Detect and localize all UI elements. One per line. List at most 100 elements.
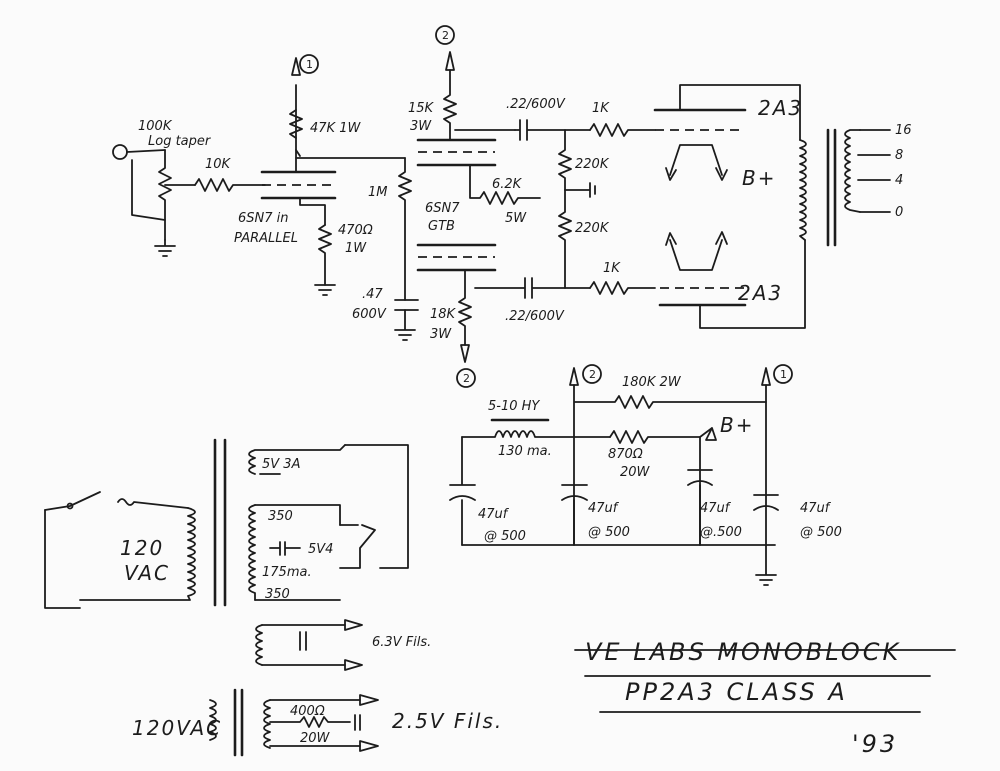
pot-label-1: 100K <box>138 119 173 134</box>
volume-pot <box>154 149 196 257</box>
resistor-47k <box>289 109 406 159</box>
ps-sec-5v4: 5V4 <box>308 542 333 557</box>
tap-4: 4 <box>895 173 903 188</box>
ps-ground-bus <box>461 544 777 586</box>
node2-arrow-ps <box>569 367 579 386</box>
r15k-label-2: 3W <box>410 119 432 134</box>
node1-circle-top <box>299 54 319 74</box>
r10k-label: 10K <box>205 157 232 172</box>
pot-label-2: Log taper <box>148 134 212 149</box>
bplus-ps-label: B+ <box>720 413 754 437</box>
r18k-label-1: 18K <box>430 307 457 322</box>
fil-pri-label: 120VAC <box>132 716 222 740</box>
filament-winding-63 <box>255 619 363 671</box>
resistor-10k <box>194 178 266 192</box>
tap-8: 8 <box>895 148 903 163</box>
node2-circle-top <box>435 25 455 45</box>
pi-label-2: GTB <box>428 219 455 234</box>
resistor-18k <box>458 269 472 363</box>
ps-sec-5v: 5V 3A <box>262 457 300 472</box>
fil-r-label-1: 400Ω <box>290 704 325 719</box>
driver-label-2: PARALLEL <box>234 231 298 246</box>
ps-sec-175: 175ma. <box>262 565 312 580</box>
r180k-label: 180K 2W <box>622 375 682 390</box>
filament-arrows-top <box>665 144 728 181</box>
choke <box>461 418 611 438</box>
cap4-label-2: @ 500 <box>800 525 842 540</box>
tube-top-label: 2A3 <box>758 96 803 120</box>
resistor-1k-bottom <box>589 281 656 295</box>
fil63-label: 6.3V Fils. <box>372 635 431 650</box>
resistor-180k <box>573 384 767 546</box>
node1-circle-ps <box>773 364 793 384</box>
title-line-1: VE LABS MONOBLOCK <box>585 638 901 666</box>
node1-arrow-top <box>291 57 301 76</box>
r870-label-2: 20W <box>620 465 651 480</box>
cap4-label-1: 47uf <box>800 501 832 516</box>
capc-bot-label: .22/600V <box>505 309 565 324</box>
capc-top-label: .22/600V <box>506 97 566 112</box>
r1m-label: 1M <box>368 185 388 200</box>
ps-pri-label-1: 120 <box>120 536 164 560</box>
resistor-15k <box>443 69 516 141</box>
fil-r-label-2: 20W <box>300 731 331 746</box>
node1-arrow-ps <box>761 367 771 386</box>
r870-label-1: 870Ω <box>608 447 643 462</box>
r18k-label-2: 3W <box>430 327 452 342</box>
node1-label-top: 1 <box>306 58 313 71</box>
node1-label-ps: 1 <box>780 368 787 381</box>
resistor-1k-top <box>589 123 656 137</box>
cap2-label-2: @ 500 <box>588 525 630 540</box>
r6k2-label-2: 5W <box>505 211 527 226</box>
node2-label-ps: 2 <box>589 368 596 381</box>
output-transformer <box>799 128 891 247</box>
resistor-220k-top <box>558 129 596 198</box>
node2-circle-mid <box>456 368 476 388</box>
r6k2-label-1: 6.2K <box>492 177 523 192</box>
driver-label-1: 6SN7 in <box>238 211 289 226</box>
pi-tube-bottom <box>416 243 497 272</box>
resistor-470-cathode <box>314 224 336 296</box>
cap3-label-1: 47uf <box>700 501 732 516</box>
cap2-label-1: 47uf <box>588 501 620 516</box>
ps-sec-350a: 350 <box>268 509 293 524</box>
resistor-1m <box>398 157 412 301</box>
filter-cap-3 <box>687 469 713 546</box>
r470-label-1: 470Ω <box>338 223 373 238</box>
filter-cap-2 <box>561 484 588 546</box>
node2-label-top: 2 <box>442 29 449 42</box>
choke-label-1: 5-10 HY <box>488 399 540 414</box>
ps-pri-label-2: VAC <box>124 561 170 585</box>
filament-arrows-bottom <box>665 231 728 271</box>
cap-coupling-bottom <box>474 277 591 299</box>
title-underlines <box>574 649 956 713</box>
cap047-label-1: .47 <box>362 287 383 302</box>
cap-047 <box>394 299 419 341</box>
resistor-6k2 <box>469 164 541 205</box>
pi-label-1: 6SN7 <box>425 201 460 216</box>
output-tube-top <box>653 84 801 141</box>
r1k-bot-label: 1K <box>603 261 621 276</box>
r220k-top-label: 220K <box>575 157 610 172</box>
driver-tube <box>260 84 337 226</box>
choke-label-2: 130 ma. <box>498 444 552 459</box>
title-year: '93 <box>852 730 898 758</box>
fil25-label: 2.5V Fils. <box>392 709 503 733</box>
tube-bot-label: 2A3 <box>738 281 783 305</box>
cap1-label-1: 47uf <box>478 507 510 522</box>
node2-circle-ps <box>582 364 602 384</box>
resistor-220k-bottom <box>558 189 572 289</box>
r220k-bot-label: 220K <box>575 221 610 236</box>
output-tube-bottom <box>658 239 806 329</box>
pi-tube-top <box>416 138 497 167</box>
input-jack <box>112 144 166 221</box>
filter-cap-4 <box>753 494 779 511</box>
r15k-label-1: 15K <box>408 101 435 116</box>
filament-transformer <box>209 688 379 757</box>
cap1-label-2: @ 500 <box>484 529 526 544</box>
node2-label-mid: 2 <box>463 372 470 385</box>
tap-0: 0 <box>895 205 903 220</box>
ps-sec-350b: 350 <box>265 587 290 602</box>
